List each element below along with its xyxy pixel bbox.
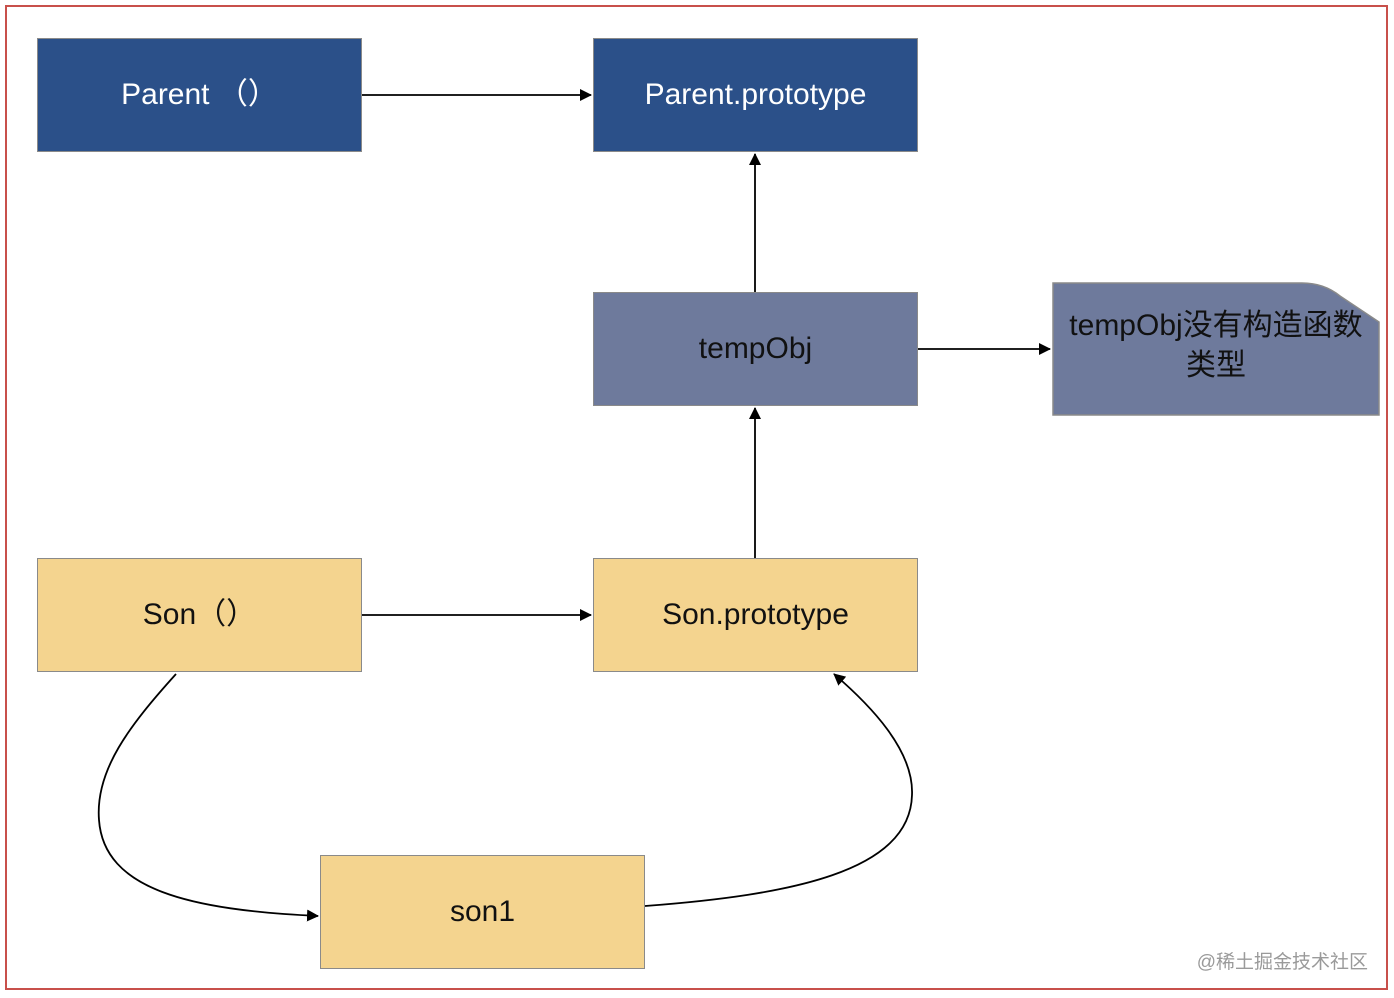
node-parent-constructor: Parent （） — [37, 38, 362, 152]
note-shape — [1052, 282, 1380, 416]
node-son-constructor-label: Son（） — [142, 598, 257, 631]
node-son-prototype-label: Son.prototype — [662, 598, 849, 631]
node-tempobj: tempObj — [593, 292, 918, 406]
node-son1-instance-label: son1 — [449, 895, 516, 928]
node-son-prototype: Son.prototype — [593, 558, 918, 672]
watermark: @稀土掘金技术社区 — [1196, 952, 1368, 973]
edge-son-to-son1 — [97, 673, 319, 922]
node-parent-prototype: Parent.prototype — [593, 38, 918, 152]
edge-son1-to-son-prototype — [644, 673, 913, 907]
diagram-frame — [5, 5, 1388, 990]
note-tempobj-no-constructor: tempObj没有构造函数类型 — [1052, 282, 1380, 416]
note-text: tempObj没有构造函数类型 — [1069, 309, 1363, 382]
node-parent-constructor-label: Parent （） — [121, 78, 278, 111]
node-son1-instance: son1 — [320, 855, 645, 969]
node-tempobj-label: tempObj — [698, 332, 813, 365]
node-parent-prototype-label: Parent.prototype — [644, 78, 867, 111]
node-son-constructor: Son（） — [37, 558, 362, 672]
